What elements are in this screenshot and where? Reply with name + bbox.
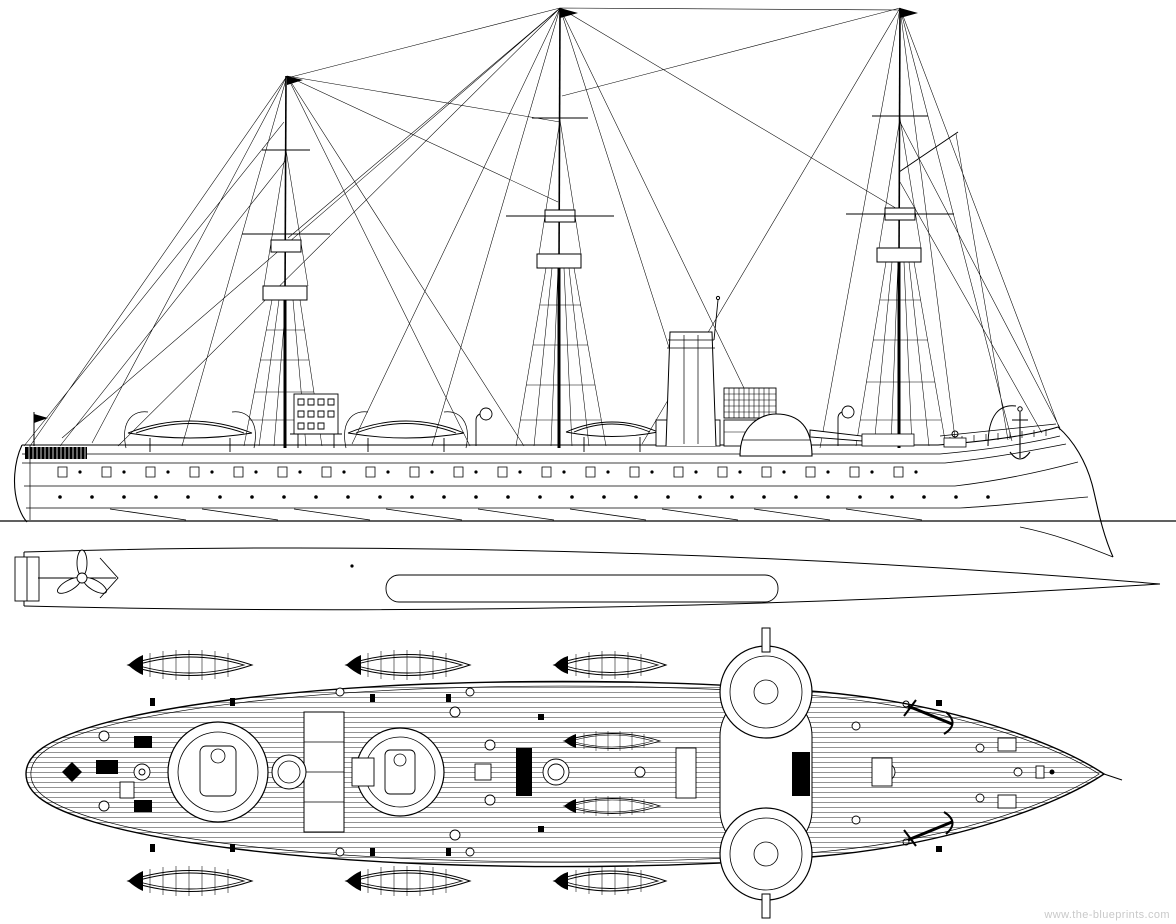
propeller-and-rudder bbox=[14, 549, 119, 602]
deck-plan-view bbox=[25, 627, 1123, 919]
porthole-row bbox=[58, 495, 990, 499]
hull-profile bbox=[0, 423, 1176, 558]
plan-boats bbox=[126, 650, 668, 896]
turret-barrel-top bbox=[761, 627, 771, 653]
funnel bbox=[655, 295, 721, 447]
waterline-profile-view bbox=[14, 547, 1161, 611]
rigging-lines bbox=[23, 7, 1061, 449]
forward-barbettes bbox=[167, 711, 445, 833]
gun-barrel bbox=[809, 429, 863, 442]
net-booms bbox=[109, 508, 923, 521]
main-gun-turret bbox=[739, 413, 863, 457]
anchor-davit bbox=[943, 405, 1031, 460]
turret-barrel-bottom bbox=[761, 893, 771, 919]
gunport-row bbox=[57, 466, 918, 478]
bow-deck-fittings bbox=[851, 699, 1055, 852]
masts bbox=[242, 7, 959, 448]
midships-fittings bbox=[335, 687, 646, 857]
inner-hull-line bbox=[385, 574, 779, 603]
masthead-pennants bbox=[287, 8, 918, 85]
stern-flagstaff bbox=[33, 412, 48, 446]
stern-deck-fittings bbox=[62, 730, 152, 812]
echelon-turrets bbox=[675, 627, 813, 919]
deck-boats bbox=[124, 411, 659, 452]
ventilator-cowls bbox=[475, 405, 915, 447]
stern-hatched-band bbox=[25, 447, 87, 459]
watermark-text: www.the-blueprints.com bbox=[1043, 909, 1170, 921]
bridge-structure bbox=[290, 393, 342, 448]
side-elevation-view bbox=[0, 7, 1176, 558]
